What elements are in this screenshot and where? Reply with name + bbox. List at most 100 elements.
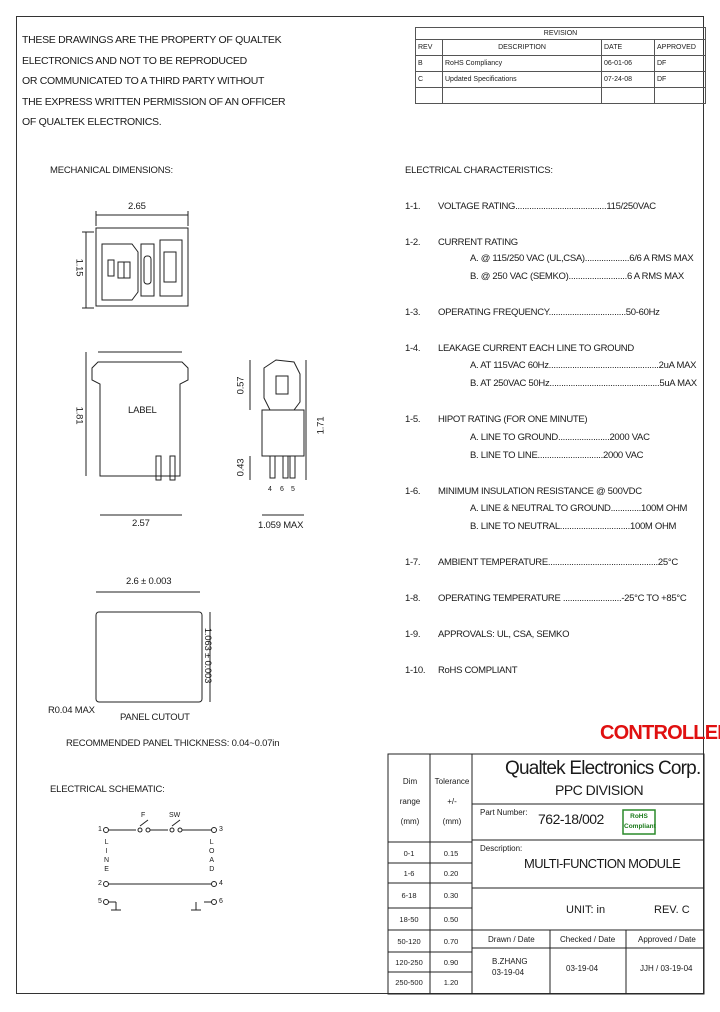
sch-f: F (141, 812, 146, 819)
part-label: Part Number: (480, 808, 528, 817)
sch-line-char: I (105, 848, 108, 855)
ec-item: 1-7.AMBIENT TEMPERATURE.................… (405, 557, 678, 568)
box-label: LABEL (128, 405, 157, 416)
notice-line: ELECTRONICS AND NOT TO BE REPRODUCED (22, 54, 247, 67)
ec-sub: B. @ 250 VAC (SEMKO)....................… (470, 271, 684, 282)
sch-line-char: E (104, 866, 109, 873)
pin-label: 6 (280, 486, 284, 493)
tol-head-tolerance: Tolerance +/- (mm) (432, 772, 472, 832)
pin-label: 4 (268, 486, 272, 493)
ec-num: 1-6. (405, 486, 421, 497)
cutout-label: PANEL CUTOUT (120, 712, 190, 723)
division: PPC DIVISION (555, 782, 644, 798)
ec-item: 1-2. CURRENT RATING (405, 237, 518, 248)
tol-row: 1-6 0.20 (388, 863, 472, 883)
ec-sub: B. AT 250VAC 50Hz.......................… (470, 378, 697, 389)
ec-num: 1-4. (405, 343, 421, 354)
ec-num: 1-8. (405, 593, 421, 604)
ec-text: OPERATING FREQUENCY.....................… (438, 307, 660, 318)
schematic-title: ELECTRICAL SCHEMATIC: (50, 784, 165, 795)
sch-n6: 6 (219, 898, 223, 905)
approved-date: JJH / 03-19-04 (640, 964, 693, 973)
sch-load-char: A (209, 857, 215, 864)
dim-width-top: 2.65 (128, 201, 146, 212)
desc-label: Description: (480, 844, 523, 853)
ec-sub: B. LINE TO LINE.........................… (470, 450, 644, 461)
tol-head-line: (mm) (442, 817, 462, 826)
ec-num: 1-9. (405, 629, 421, 640)
tol-range: 18-50 (399, 914, 419, 924)
ec-sub: A. AT 115VAC 60Hz.......................… (470, 360, 697, 371)
tol-head-line: (mm) (400, 817, 420, 826)
dim-1059: 1.059 MAX (258, 520, 304, 531)
notice-line: THESE DRAWINGS ARE THE PROPERTY OF QUALT… (22, 34, 282, 46)
dim-171: 1.71 (315, 416, 327, 435)
tol-value: 0.30 (443, 891, 459, 900)
approved-label: Approved / Date (638, 935, 696, 944)
ec-item: 1-3. OPERATING FREQUENCY.................… (405, 307, 660, 318)
proprietary-notice: THESE DRAWINGS ARE THE PROPERTY OF QUALT… (22, 30, 286, 133)
ec-sub: B. LINE TO NEUTRAL......................… (470, 521, 677, 532)
tol-value: 0.90 (443, 957, 459, 967)
notice-line: OR COMMUNICATED TO A THIRD PARTY WITHOUT (22, 75, 265, 87)
ec-item: 1-10.RoHS COMPLIANT (405, 665, 518, 676)
rohs-line: RoHS (630, 813, 648, 820)
sch-n3: 3 (219, 826, 223, 833)
drawn-date: 03-19-04 (492, 968, 525, 977)
revision-table: REVISION REV DESCRIPTION DATE APPROVED B… (415, 27, 706, 104)
rev: REV. C (654, 904, 690, 916)
ec-num: 1-3. (405, 307, 421, 318)
ec-num: 1-1. (405, 201, 421, 212)
tol-value: 0.15 (443, 849, 459, 858)
dim-height-top: 1.15 (73, 258, 85, 277)
sch-line: L I N E (104, 838, 109, 874)
ec-text: CURRENT RATING (438, 237, 518, 248)
tol-head-line: Dim (402, 777, 418, 786)
tol-head-line: Tolerance (434, 777, 470, 786)
sch-line-char: N (104, 857, 110, 864)
description: MULTI-FUNCTION MODULE (524, 856, 681, 871)
tol-range: 0-1 (403, 849, 415, 858)
ec-num: 1-2. (405, 237, 421, 248)
ec-text: APPROVALS: UL, CSA, SEMKO (438, 629, 570, 640)
tol-range: 50-120 (397, 936, 421, 946)
sch-sw: SW (169, 812, 181, 819)
ec-item: 1-5.HIPOT RATING (FOR ONE MINUTE) (405, 414, 588, 425)
electrical-title: ELECTRICAL CHARACTERISTICS: (405, 165, 553, 176)
drawing-frame (16, 16, 704, 994)
ec-item: 1-8. OPERATING TEMPERATURE ..............… (405, 593, 687, 604)
ec-text: LEAKAGE CURRENT EACH LINE TO GROUND (438, 343, 634, 354)
ec-text: VOLTAGE RATING..........................… (438, 201, 656, 212)
ec-item: 1-9. APPROVALS: UL, CSA, SEMKO (405, 629, 569, 640)
tol-range: 1-6 (403, 868, 415, 878)
tol-head-dim: Dim range (mm) (392, 772, 428, 832)
checked-date: 03-19-04 (566, 964, 599, 973)
sch-load-char: L (209, 839, 214, 846)
sch-n5: 5 (98, 898, 102, 905)
sch-n4: 4 (219, 880, 223, 887)
sch-load-char: D (209, 866, 215, 873)
tol-head-line: range (399, 797, 421, 806)
pin-label: 5 (291, 486, 295, 493)
sch-n1: 1 (98, 826, 102, 833)
ec-item: 1-4. LEAKAGE CURRENT EACH LINE TO GROUND (405, 343, 634, 354)
mechanical-title: MECHANICAL DIMENSIONS: (50, 165, 173, 176)
dim-cutout-w: 2.6 ± 0.003 (126, 576, 172, 587)
tol-value: 0.20 (443, 868, 459, 878)
ec-sub: A. LINE & NEUTRAL TO GROUND.............… (470, 503, 688, 514)
panel-thickness: RECOMMENDED PANEL THICKNESS: 0.04~0.07in (66, 738, 280, 749)
tol-head-line: +/- (447, 797, 457, 806)
drawn-label: Drawn / Date (488, 935, 535, 944)
ec-text: OPERATING TEMPERATURE ..................… (438, 593, 687, 604)
tol-row: 0-1 0.15 (388, 844, 472, 863)
ec-num: 1-7. (405, 557, 421, 568)
controlled-stamp: CONTROLLED (600, 722, 720, 744)
dim-height-side: 1.81 (73, 406, 85, 425)
ec-text: MINIMUM INSULATION RESISTANCE @ 500VDC (438, 486, 642, 497)
tol-range: 250-500 (395, 977, 423, 987)
notice-line: OF QUALTEK ELECTRONICS. (22, 116, 162, 128)
